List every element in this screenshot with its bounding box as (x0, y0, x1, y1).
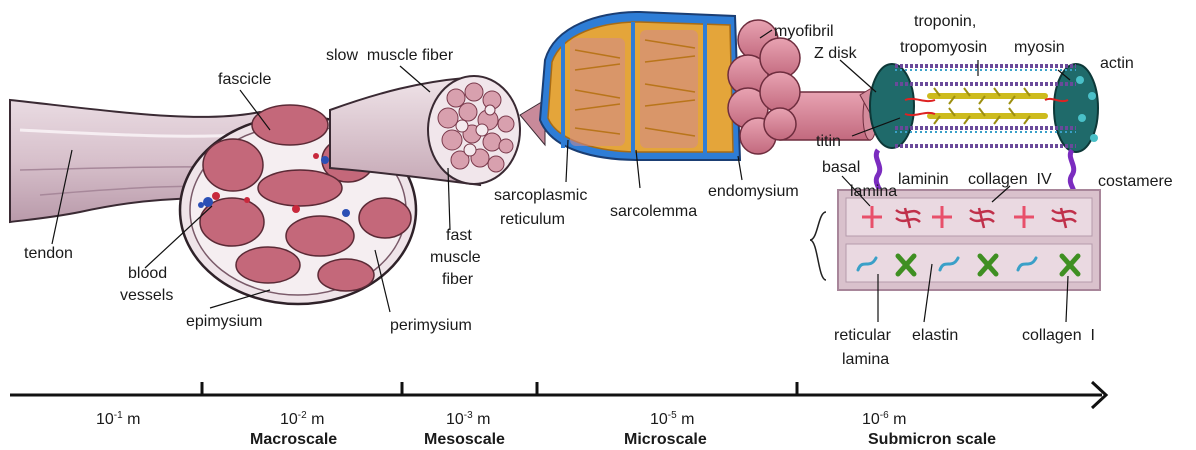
label-troponin-1: troponin, (914, 13, 976, 30)
label-blood-vessels-2: vessels (120, 287, 173, 304)
label-tendon: tendon (24, 245, 73, 262)
label-fast-muscle-fiber-2: muscle (430, 249, 481, 266)
extracellular-matrix-panel (810, 190, 1100, 290)
label-endomysium: endomysium (708, 183, 799, 200)
label-myofibril: myofibril (774, 23, 834, 40)
muscle-fiber (540, 12, 740, 160)
label-blood-vessels-1: blood (128, 265, 167, 282)
label-perimysium: perimysium (390, 317, 472, 334)
label-sarcolemma: sarcolemma (610, 203, 697, 220)
measure-label: 10-6 m (862, 410, 906, 428)
label-elastin: elastin (912, 327, 958, 344)
label-slow-muscle-fiber: slow muscle fiber (326, 47, 454, 64)
label-fast-muscle-fiber-1: fast (446, 227, 472, 244)
label-collagen-iv: collagen IV (968, 171, 1052, 188)
label-reticular-lamina-1: reticular (834, 327, 892, 344)
measure-label: 10-1 m (96, 410, 140, 428)
label-myosin: myosin (1014, 39, 1065, 56)
label-epimysium: epimysium (186, 313, 262, 330)
scale-axis: 10-1 m 10-2 m 10-3 m 10-5 m 10-6 m Macro… (10, 382, 1106, 448)
fascicle-cylinder (330, 76, 520, 185)
myofibril-bundle (728, 20, 877, 154)
label-sarcoplasmic-1: sarcoplasmic (494, 187, 587, 204)
label-actin: actin (1100, 55, 1134, 72)
label-basal-lamina-2: lamina (850, 183, 897, 200)
label-collagen-i: collagen I (1022, 327, 1095, 344)
scale-label-macro: Macroscale (250, 431, 337, 448)
label-troponin-2: tropomyosin (900, 39, 987, 56)
measure-label: 10-3 m (446, 410, 490, 428)
scale-label-meso: Mesoscale (424, 431, 505, 448)
scale-label-micro: Microscale (624, 431, 707, 448)
label-laminin: laminin (898, 171, 949, 188)
scale-label-submicron: Submicron scale (868, 431, 996, 448)
label-fast-muscle-fiber-3: fiber (442, 271, 474, 288)
measure-label: 10-2 m (280, 410, 324, 428)
label-costamere: costamere (1098, 173, 1173, 190)
label-reticular-lamina-2: lamina (842, 351, 889, 368)
label-sarcoplasmic-2: reticulum (500, 211, 565, 228)
measure-label: 10-5 m (650, 410, 694, 428)
label-basal-lamina-1: basal (822, 159, 860, 176)
sarcomere (860, 64, 1098, 152)
label-z-disk: Z disk (814, 45, 858, 62)
label-fascicle: fascicle (218, 71, 271, 88)
label-titin: titin (816, 133, 841, 150)
